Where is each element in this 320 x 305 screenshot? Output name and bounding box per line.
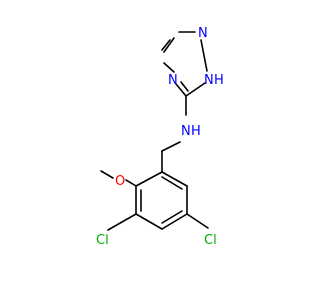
- structure-diagram: N N H N N H O Cl Cl: [96, 26, 224, 248]
- triazole-nh-h-label: H: [214, 73, 224, 88]
- bond-top-n-ch-double: [161, 39, 171, 51]
- triazole-n-top-label: N: [198, 26, 208, 41]
- amine-h-label: H: [191, 124, 201, 139]
- bond-ar-3: [135, 213, 163, 230]
- methoxy-o-label: O: [115, 174, 125, 189]
- bond-ar-inner-b: [161, 210, 183, 224]
- bond-nh-ch2: [161, 141, 181, 152]
- bond-n-left-c-double: [180, 81, 189, 92]
- triazole-ring: [161, 31, 208, 97]
- triazole-n-left-label: N: [168, 73, 178, 88]
- bond-o-ch3: [100, 170, 114, 179]
- amine-n-label: N: [181, 124, 191, 139]
- chloro-substituents: [107, 213, 209, 231]
- bond-ar-6: [161, 171, 188, 187]
- bond-top-n-ch: [163, 37, 175, 53]
- methoxy-group: [100, 170, 137, 187]
- bond-ar-cl-left: [107, 213, 137, 231]
- bond-n-left-c: [175, 83, 187, 97]
- chlorine-right-label: Cl: [204, 233, 217, 248]
- triazole-nh-n-label: N: [204, 73, 214, 88]
- bond-nh-n: [200, 39, 208, 72]
- bond-ar-o: [125, 179, 137, 187]
- molecule-drawing: N N H N N H O Cl Cl: [96, 26, 224, 248]
- bond-ar-inner-c: [161, 176, 183, 190]
- bond-ch-n-left: [163, 62, 175, 73]
- bond-c-nh: [185, 82, 206, 97]
- amine-linker: [161, 95, 187, 173]
- bond-ar-cl-right: [186, 213, 209, 229]
- bond-ar-1: [135, 171, 163, 187]
- bond-ar-4: [161, 213, 188, 230]
- chlorine-left-label: Cl: [96, 233, 109, 248]
- benzene-ring: [135, 171, 188, 230]
